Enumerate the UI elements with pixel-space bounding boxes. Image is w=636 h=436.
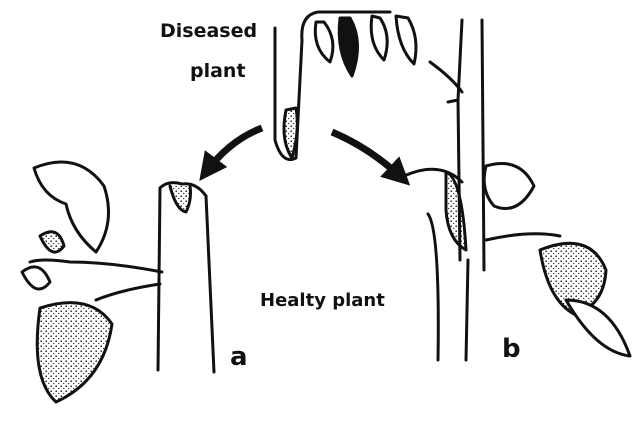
leaf bbox=[22, 162, 112, 402]
diseased-plant-label-line2: plant bbox=[190, 60, 246, 82]
leaf bbox=[484, 164, 630, 357]
healthy-plant-a bbox=[22, 162, 214, 402]
healthy-plant-b bbox=[404, 20, 630, 360]
healthy-plant-label: Healty plant bbox=[260, 290, 385, 311]
transfer-arrows bbox=[206, 128, 402, 178]
panel-b-label: b bbox=[502, 334, 521, 364]
arrow-left bbox=[206, 128, 262, 172]
wilted-leaf bbox=[315, 16, 416, 76]
panel-a-label: a bbox=[230, 342, 248, 372]
diseased-plant-label-line1: Diseased bbox=[160, 20, 257, 42]
diseased-plant bbox=[275, 12, 462, 160]
arrow-right bbox=[332, 132, 402, 178]
